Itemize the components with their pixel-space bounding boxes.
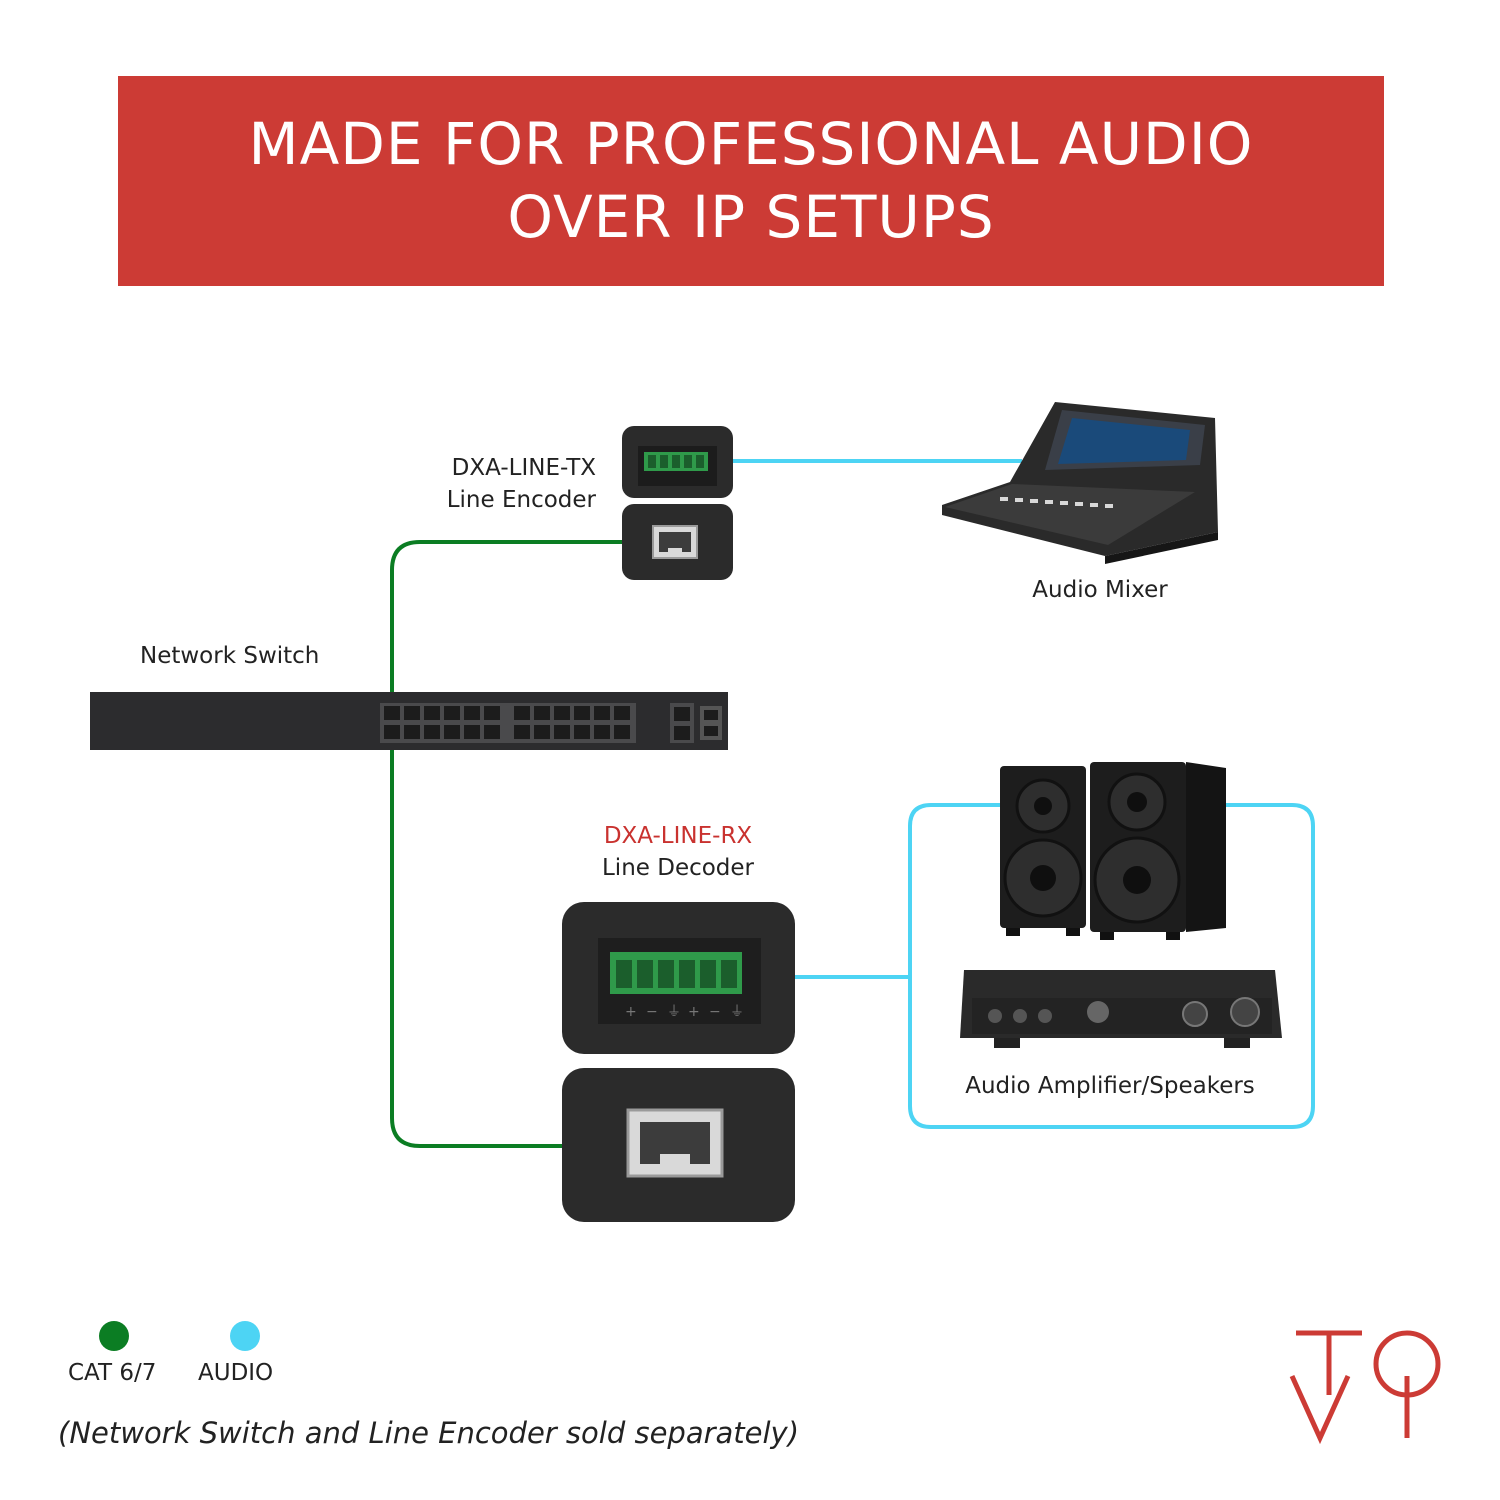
speakers-icon: [1000, 762, 1226, 940]
mixer-label: Audio Mixer: [1032, 577, 1168, 603]
line-encoder-icon: [622, 426, 733, 580]
amp-label: Audio Amplifier/Speakers: [965, 1073, 1255, 1099]
title-line-1: MADE FOR PROFESSIONAL AUDIO: [248, 110, 1254, 178]
svg-text:+: +: [625, 1004, 637, 1020]
line-decoder-icon: + − ⏚ + − ⏚: [562, 902, 795, 1222]
amplifier-icon: [960, 970, 1282, 1048]
tx-model: DXA-LINE-TX: [451, 455, 596, 481]
rx-model: DXA-LINE-RX: [603, 823, 753, 849]
legend-dot-cat: [99, 1321, 129, 1351]
title-banner: MADE FOR PROFESSIONAL AUDIO OVER IP SETU…: [118, 76, 1384, 286]
footnote: (Network Switch and Line Encoder sold se…: [58, 1416, 800, 1450]
svg-text:⏚: ⏚: [730, 1004, 744, 1020]
amp-speakers-frame: [908, 803, 1315, 1129]
cat-cable-tx: [390, 540, 622, 692]
svg-text:−: −: [709, 1004, 721, 1020]
rx-label: DXA-LINE-RX Line Decoder: [602, 820, 754, 884]
legend-label-cat: CAT 6/7: [68, 1360, 157, 1386]
network-switch-icon: [90, 692, 728, 750]
legend-label-audio: AUDIO: [198, 1360, 274, 1386]
audio-mixer-icon: [942, 402, 1218, 564]
tx-label: DXA-LINE-TX Line Encoder: [447, 452, 596, 516]
legend-dot-audio: [230, 1321, 260, 1351]
svg-text:+: +: [688, 1004, 700, 1020]
cat-cable-rx: [390, 750, 562, 1148]
title-line-2: OVER IP SETUPS: [507, 183, 995, 251]
tovi-logo: [1289, 1330, 1441, 1445]
svg-text:⏚: ⏚: [667, 1004, 681, 1020]
rx-role: Line Decoder: [601, 855, 755, 881]
switch-label: Network Switch: [140, 643, 320, 669]
svg-text:−: −: [646, 1004, 658, 1020]
tx-role: Line Encoder: [446, 487, 596, 513]
